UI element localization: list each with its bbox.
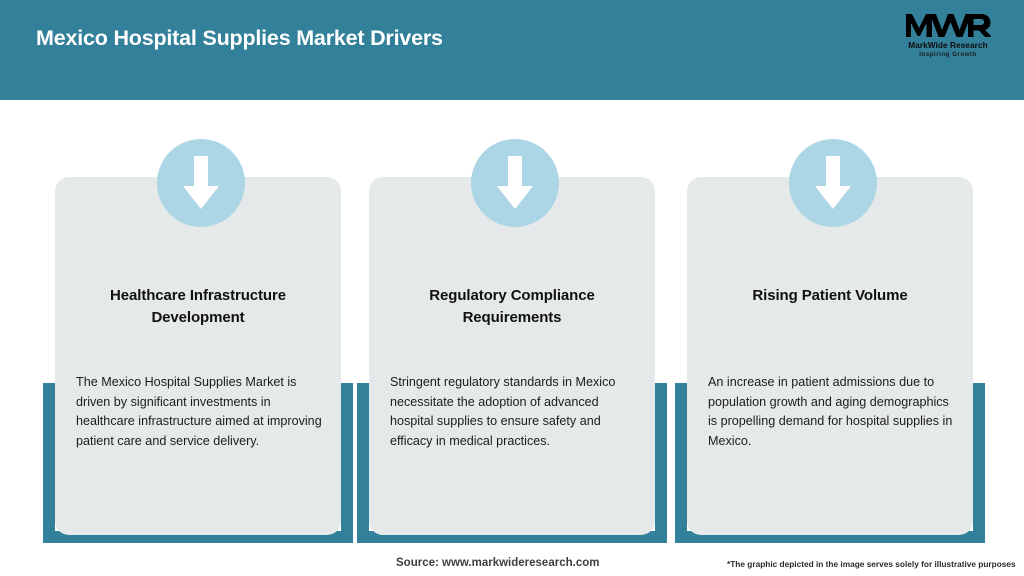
down-arrow-icon (789, 139, 877, 227)
driver-card-1[interactable]: Healthcare Infrastructure Development Th… (55, 177, 341, 535)
mwr-logo-icon (906, 14, 991, 37)
brand-logo: MarkWide Research Inspiring Growth (896, 10, 1000, 64)
source-label[interactable]: Source: www.markwideresearch.com (396, 557, 600, 569)
driver-card-title: Rising Patient Volume (752, 287, 908, 304)
frame-left-bar (43, 383, 55, 543)
driver-card-body: An increase in patient admissions due to… (708, 375, 953, 448)
down-arrow-icon (471, 139, 559, 227)
driver-column-2: Regulatory Compliance Requirements Strin… (357, 130, 673, 550)
disclaimer-label: *The graphic depicted in the image serve… (727, 559, 1016, 569)
header-bar: Mexico Hospital Supplies Market Drivers … (0, 0, 1024, 100)
logo-name: MarkWide Research (908, 41, 988, 50)
driver-column-3: Rising Patient Volume An increase in pat… (675, 130, 991, 550)
frame-right-bar (655, 383, 667, 543)
driver-card-2[interactable]: Regulatory Compliance Requirements Strin… (369, 177, 655, 535)
driver-card-title: Regulatory Compliance Requirements (429, 287, 595, 326)
driver-card-body: The Mexico Hospital Supplies Market is d… (76, 375, 322, 448)
frame-left-bar (675, 383, 687, 543)
driver-column-1: Healthcare Infrastructure Development Th… (43, 130, 359, 550)
driver-card-title: Healthcare Infrastructure Development (110, 287, 286, 326)
driver-card-body: Stringent regulatory standards in Mexico… (390, 375, 616, 448)
driver-card-3[interactable]: Rising Patient Volume An increase in pat… (687, 177, 973, 535)
logo-tagline: Inspiring Growth (919, 51, 977, 58)
page-title: Mexico Hospital Supplies Market Drivers (36, 26, 443, 50)
frame-right-bar (341, 383, 353, 543)
frame-right-bar (973, 383, 985, 543)
frame-left-bar (357, 383, 369, 543)
down-arrow-icon (157, 139, 245, 227)
